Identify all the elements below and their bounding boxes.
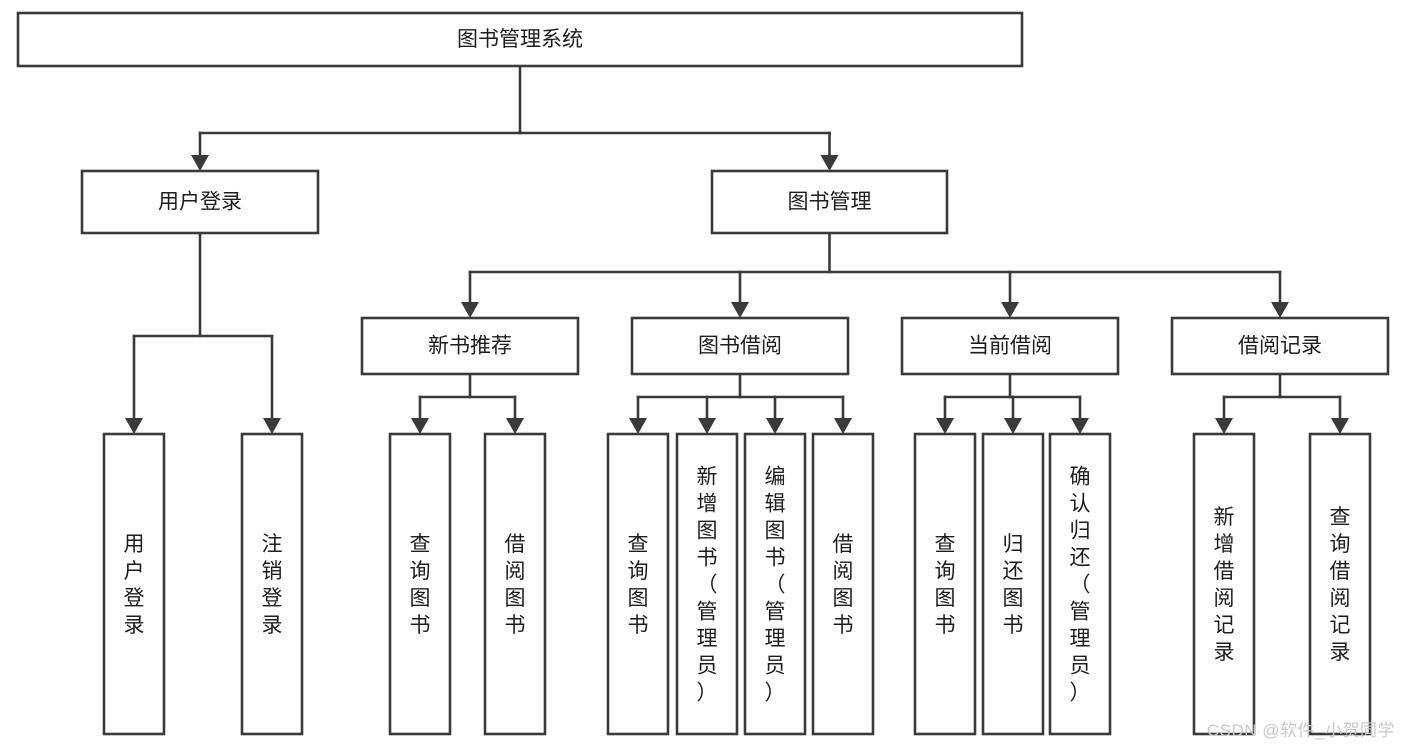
arrow-head-icon: [1071, 418, 1089, 434]
arrow-head-icon: [1004, 418, 1022, 434]
connector-group-root: [191, 64, 839, 171]
node-new-book-rec[interactable]: 新书推荐: [360, 316, 580, 376]
arrow-head-icon: [263, 418, 281, 434]
node-layer: 图书管理系统用户登录图书管理新书推荐图书借阅当前借阅借阅记录用户登录注销登录查询…: [16, 11, 1390, 736]
node-label: 借阅图书: [505, 533, 526, 637]
node-leaf-rec-query-book[interactable]: 查询图书: [388, 432, 452, 736]
node-label: 查询图书: [935, 533, 956, 637]
node-leaf-logout[interactable]: 注销登录: [240, 432, 304, 736]
node-label: 新增借阅记录: [1214, 506, 1235, 664]
node-leaf-edit-book[interactable]: 编辑图书（管理员）: [743, 432, 807, 736]
node-label: 注销登录: [262, 533, 283, 637]
arrow-head-icon: [411, 418, 429, 434]
node-book-manage[interactable]: 图书管理: [710, 169, 949, 235]
watermark-label: CSDN @软件_小贺同学: [1206, 721, 1395, 740]
node-box[interactable]: [1308, 432, 1372, 736]
node-label: 归还图书: [1003, 533, 1024, 637]
node-label: 图书管理系统: [457, 28, 583, 51]
node-label: 当前借阅: [968, 335, 1052, 358]
node-label: 查询借阅记录: [1330, 506, 1351, 664]
node-label: 用户登录: [158, 191, 242, 214]
arrow-head-icon: [125, 418, 143, 434]
arrow-head-icon: [1331, 418, 1349, 434]
arrow-head-icon: [766, 418, 784, 434]
node-book-borrow[interactable]: 图书借阅: [630, 316, 850, 376]
node-leaf-query-record[interactable]: 查询借阅记录: [1308, 432, 1372, 736]
node-label: 图书借阅: [698, 335, 782, 358]
arrow-head-icon: [461, 302, 479, 318]
node-leaf-rec-borrow-book[interactable]: 借阅图书: [483, 432, 547, 736]
node-user-login[interactable]: 用户登录: [80, 169, 320, 235]
node-box[interactable]: [360, 316, 580, 376]
node-box[interactable]: [483, 432, 547, 736]
arrow-head-icon: [629, 418, 647, 434]
node-label: 新增图书（管理员）: [697, 466, 718, 705]
arrow-head-icon: [1215, 418, 1233, 434]
node-box[interactable]: [675, 432, 739, 736]
connector-group-new-book-rec: [411, 372, 524, 434]
node-box[interactable]: [900, 316, 1120, 376]
node-leaf-confirm-return[interactable]: 确认归还（管理员）: [1048, 432, 1112, 736]
connector-layer: [125, 64, 1349, 434]
connector-group-user-login: [125, 231, 281, 434]
node-box[interactable]: [743, 432, 807, 736]
node-label: 编辑图书（管理员）: [765, 466, 786, 705]
node-box[interactable]: [388, 432, 452, 736]
node-label: 查询图书: [410, 533, 431, 637]
arrow-head-icon: [820, 155, 839, 171]
arrow-head-icon: [1271, 302, 1289, 318]
node-box[interactable]: [981, 432, 1045, 736]
connector-group-book-manage: [461, 231, 1289, 318]
arrow-head-icon: [698, 418, 716, 434]
arrow-head-icon: [506, 418, 524, 434]
node-box[interactable]: [606, 432, 670, 736]
node-label: 图书管理: [788, 191, 872, 214]
node-box[interactable]: [1192, 432, 1256, 736]
node-label: 用户登录: [124, 533, 145, 637]
node-leaf-user-login[interactable]: 用户登录: [102, 432, 166, 736]
node-box[interactable]: [1048, 432, 1112, 736]
connector-group-current-borrow: [936, 372, 1089, 434]
node-box[interactable]: [630, 316, 850, 376]
node-leaf-cur-query-book[interactable]: 查询图书: [913, 432, 977, 736]
node-box[interactable]: [811, 432, 875, 736]
node-leaf-add-record[interactable]: 新增借阅记录: [1192, 432, 1256, 736]
node-box[interactable]: [913, 432, 977, 736]
connector-group-book-borrow: [629, 372, 852, 434]
arrow-head-icon: [834, 418, 852, 434]
arrow-head-icon: [731, 302, 749, 318]
arrow-head-icon: [936, 418, 954, 434]
node-label: 借阅记录: [1238, 335, 1322, 358]
arrow-head-icon: [1001, 302, 1019, 318]
node-box[interactable]: [240, 432, 304, 736]
node-leaf-add-book[interactable]: 新增图书（管理员）: [675, 432, 739, 736]
node-box[interactable]: [1170, 316, 1390, 376]
node-box[interactable]: [16, 11, 1024, 68]
node-label: 确认归还（管理员）: [1070, 466, 1091, 705]
node-current-borrow[interactable]: 当前借阅: [900, 316, 1120, 376]
node-box[interactable]: [710, 169, 949, 235]
node-box[interactable]: [102, 432, 166, 736]
node-leaf-return-book[interactable]: 归还图书: [981, 432, 1045, 736]
node-leaf-borrow-query-book[interactable]: 查询图书: [606, 432, 670, 736]
node-label: 查询图书: [628, 533, 649, 637]
node-root[interactable]: 图书管理系统: [16, 11, 1024, 68]
node-leaf-borrow-book[interactable]: 借阅图书: [811, 432, 875, 736]
node-label: 借阅图书: [833, 533, 854, 637]
connector-group-borrow-record: [1215, 372, 1349, 434]
arrow-head-icon: [191, 155, 209, 171]
node-box[interactable]: [80, 169, 320, 235]
node-borrow-record[interactable]: 借阅记录: [1170, 316, 1390, 376]
node-label: 新书推荐: [428, 335, 512, 358]
